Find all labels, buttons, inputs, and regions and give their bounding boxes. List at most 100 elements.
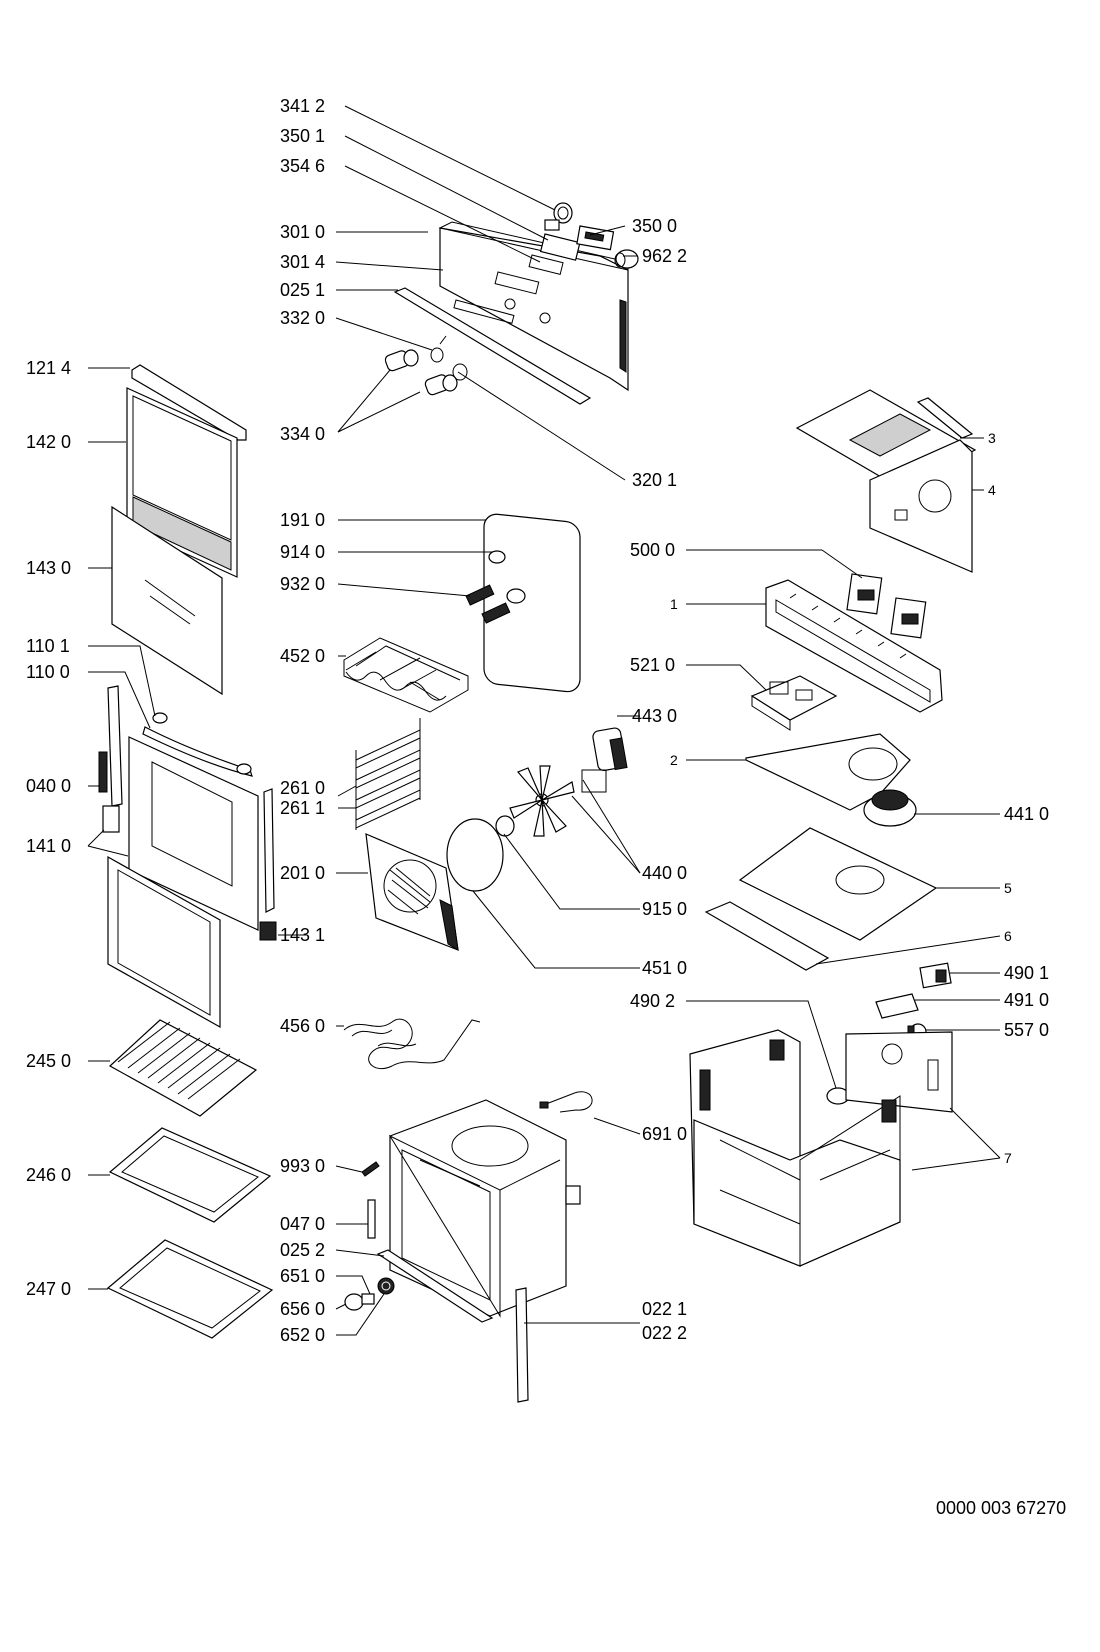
label-261-0: 261 0 (280, 778, 325, 798)
label-341-2: 341 2 (280, 96, 325, 116)
label-301-0: 301 0 (280, 222, 325, 242)
door-handle-part (142, 712, 253, 777)
label-143-1: 143 1 (280, 925, 325, 945)
door-inner-glass-part (111, 505, 223, 696)
label-993-0: 993 0 (280, 1156, 325, 1176)
label-141-0: 141 0 (26, 836, 71, 856)
label-022-1: 022 1 (642, 1299, 687, 1319)
label-652-0: 652 0 (280, 1325, 325, 1345)
wire-shelf-part (108, 1019, 258, 1117)
part-labels: 341 2 350 1 354 6 350 0 962 2 301 0 301 … (26, 96, 1049, 1345)
deep-pan-part (106, 1239, 274, 1339)
fan-wheel-part (509, 765, 575, 837)
door-hinge-lower-part (259, 921, 277, 941)
air-guide-plate-part (738, 827, 938, 941)
label-451-0: 451 0 (642, 958, 687, 978)
label-245-0: 245 0 (26, 1051, 71, 1071)
label-332-0: 332 0 (280, 308, 325, 328)
baking-tray-part (108, 1127, 272, 1223)
top-cover-part (795, 389, 977, 573)
label-350-1: 350 1 (280, 126, 325, 146)
label-6: 6 (1004, 928, 1012, 944)
fan-cover-part (365, 833, 459, 951)
terminal-block-part (875, 993, 919, 1019)
label-443-0: 443 0 (632, 706, 677, 726)
label-521-0: 521 0 (630, 655, 675, 675)
label-142-0: 142 0 (26, 432, 71, 452)
selector-knobs-part (384, 335, 468, 396)
knob-part (544, 202, 573, 231)
label-962-2: 962 2 (642, 246, 687, 266)
fan-hub-part (495, 815, 515, 837)
relay-block-part (846, 573, 927, 639)
fan-ring-part (446, 818, 504, 892)
temperature-sensor-part (545, 1091, 593, 1113)
cap-part (614, 249, 639, 269)
label-301-4: 301 4 (280, 252, 325, 272)
label-110-0: 110 0 (26, 662, 70, 682)
door-hinge-part (98, 685, 123, 833)
label-3: 3 (988, 430, 996, 446)
control-board-part (750, 675, 838, 731)
label-5: 5 (1004, 880, 1012, 896)
switch-part (919, 962, 952, 989)
label-246-0: 246 0 (26, 1165, 71, 1185)
label-047-0: 047 0 (280, 1214, 325, 1234)
trim-strip-part (393, 287, 592, 405)
label-557-0: 557 0 (1004, 1020, 1049, 1040)
door-top-profile-part (131, 364, 247, 441)
door-knob-parts (344, 1277, 395, 1311)
leader-lines (87, 105, 1001, 1336)
shelf-supports-part (355, 718, 421, 830)
door-inner-frame-part (107, 855, 221, 1029)
screw-part (361, 1161, 380, 1177)
door-frame-part (128, 736, 275, 931)
springs-part (465, 584, 511, 624)
label-656-0: 656 0 (280, 1299, 325, 1319)
label-440-0: 440 0 (642, 863, 687, 883)
front-air-guide-part (704, 901, 830, 971)
label-201-0: 201 0 (280, 863, 325, 883)
outer-casing-part (689, 1029, 953, 1267)
label-261-1: 261 1 (280, 798, 325, 818)
label-350-0: 350 0 (632, 216, 677, 236)
bottom-heating-element-part (343, 1018, 481, 1070)
label-1: 1 (670, 596, 678, 612)
door-outer-glass-part (126, 387, 238, 578)
top-heating-element-part (343, 637, 469, 713)
label-932-0: 932 0 (280, 574, 325, 594)
cooling-fan-part (863, 789, 917, 827)
control-panel-part (438, 221, 629, 392)
label-110-1: 110 1 (26, 636, 70, 656)
label-456-0: 456 0 (280, 1016, 325, 1036)
label-121-4: 121 4 (26, 358, 71, 378)
label-025-2: 025 2 (280, 1240, 325, 1260)
label-7: 7 (1004, 1150, 1012, 1166)
label-354-6: 354 6 (280, 156, 325, 176)
bracket-part (367, 1199, 376, 1239)
display-frame-part (539, 233, 581, 261)
display-window-part (528, 254, 564, 275)
label-490-1: 490 1 (1004, 963, 1049, 983)
label-040-0: 040 0 (26, 776, 71, 796)
lamp-part (488, 550, 506, 564)
oven-gasket-part (483, 513, 581, 693)
label-491-0: 491 0 (1004, 990, 1049, 1010)
drawing-number: 0000 003 67270 (936, 1498, 1066, 1518)
label-691-0: 691 0 (642, 1124, 687, 1144)
label-2: 2 (670, 752, 678, 768)
label-500-0: 500 0 (630, 540, 675, 560)
display-board-part (576, 225, 615, 251)
lamp-cover-part (506, 588, 526, 604)
cooling-duct-part (765, 579, 943, 713)
label-022-2: 022 2 (642, 1323, 687, 1343)
label-490-2: 490 2 (630, 991, 675, 1011)
label-441-0: 441 0 (1004, 804, 1049, 824)
label-4: 4 (988, 482, 996, 498)
label-452-0: 452 0 (280, 646, 325, 666)
label-914-0: 914 0 (280, 542, 325, 562)
fan-motor-part (581, 727, 628, 793)
label-191-0: 191 0 (280, 510, 325, 530)
